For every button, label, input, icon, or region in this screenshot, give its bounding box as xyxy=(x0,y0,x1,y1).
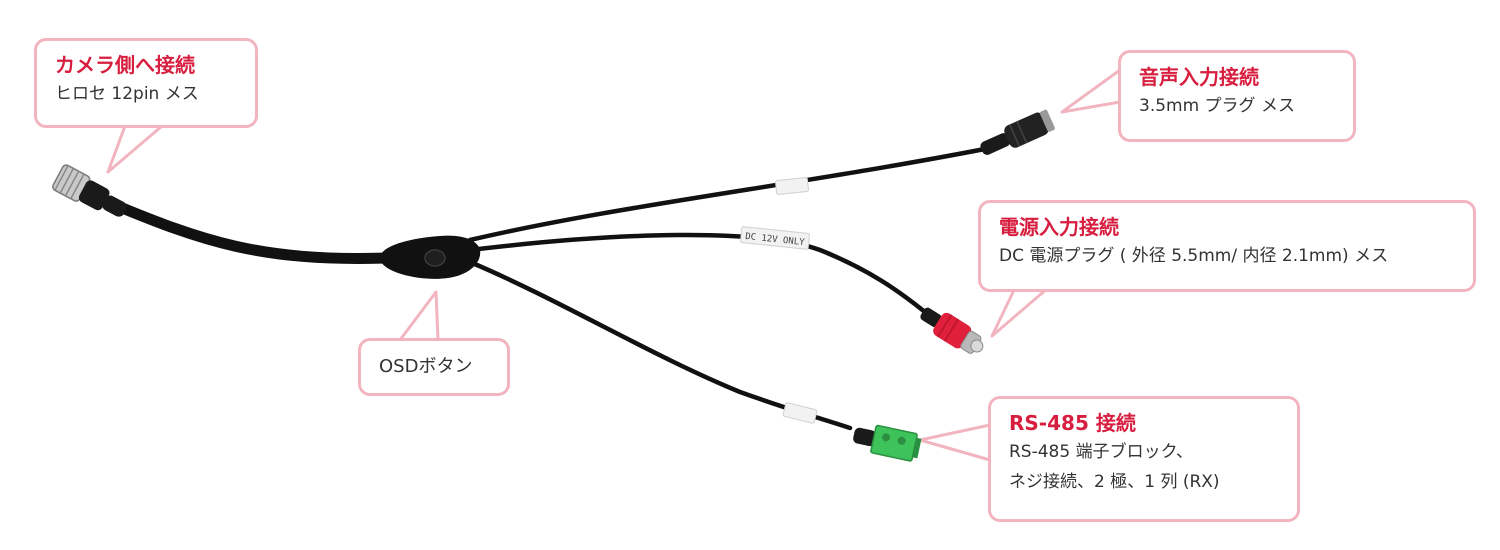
osd-box xyxy=(380,235,481,279)
power-plug xyxy=(920,307,984,354)
terminal-block xyxy=(853,424,922,462)
audio-cable xyxy=(467,145,993,243)
audio-plug xyxy=(980,109,1055,155)
camera-callout: カメラ側へ接続 ヒロセ 12pin メス xyxy=(34,38,258,128)
rs485-callout-line-2: ネジ接続、2 極、1 列 (RX) xyxy=(1009,472,1220,492)
audio-callout: 音声入力接続 3.5mm プラグ メス xyxy=(1118,50,1356,142)
osd-callout-label: OSDボタン xyxy=(379,356,473,377)
camera-callout-title: カメラ側へ接続 xyxy=(55,53,195,77)
rs485-callout: RS-485 接続 RS-485 端子ブロック、 ネジ接続、2 極、1 列 (R… xyxy=(988,396,1300,522)
rs485-cable xyxy=(467,259,853,431)
audio-callout-title: 音声入力接続 xyxy=(1139,65,1259,89)
audio-cable-tag xyxy=(775,177,809,195)
osd-button-icon xyxy=(424,249,446,267)
osd-callout: OSDボタン xyxy=(358,338,510,396)
power-cable-tag: DC 12V ONLY xyxy=(740,226,810,250)
audio-callout-line: 3.5mm プラグ メス xyxy=(1139,96,1295,116)
rs485-callout-tail xyxy=(918,423,992,462)
power-callout-title: 電源入力接続 xyxy=(999,215,1119,239)
camera-callout-tail xyxy=(106,124,164,174)
hirose-connector xyxy=(52,164,127,217)
main-cable xyxy=(109,199,391,264)
power-callout: 電源入力接続 DC 電源プラグ ( 外径 5.5mm/ 内径 2.1mm) メス xyxy=(978,200,1476,292)
rs485-callout-title: RS-485 接続 xyxy=(1009,411,1136,435)
rs485-callout-line-1: RS-485 端子ブロック、 xyxy=(1009,442,1194,462)
rs485-cable-tag xyxy=(782,402,818,424)
power-callout-line: DC 電源プラグ ( 外径 5.5mm/ 内径 2.1mm) メス xyxy=(999,246,1389,266)
power-cable xyxy=(467,232,928,315)
power-callout-tail xyxy=(990,286,1050,338)
audio-callout-tail xyxy=(1060,68,1122,114)
camera-callout-line: ヒロセ 12pin メス xyxy=(55,84,199,104)
osd-callout-tail xyxy=(398,290,440,342)
